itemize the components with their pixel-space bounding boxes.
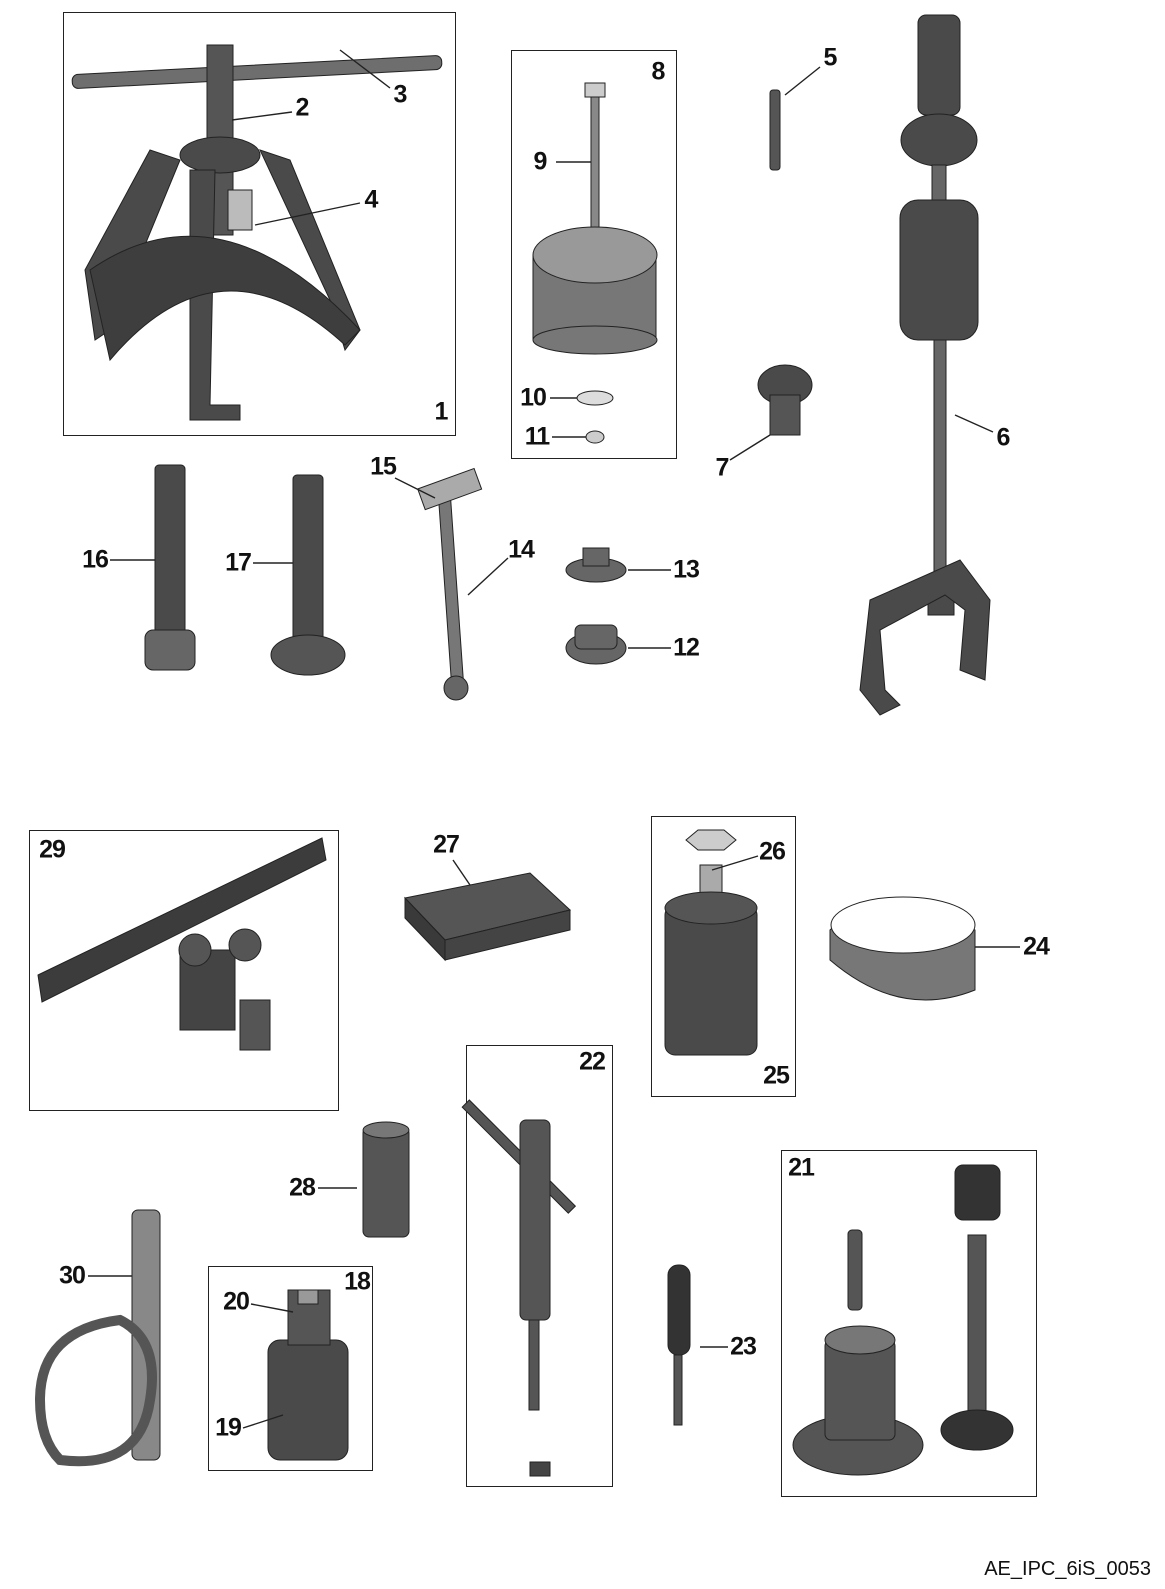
- callout-25: 25: [763, 1061, 790, 1090]
- three-jaw-puller: [71, 44, 443, 421]
- callout-17: 17: [225, 548, 252, 577]
- callout-3: 3: [393, 80, 408, 109]
- callout-12: 12: [673, 633, 700, 662]
- callout-13: 13: [673, 555, 700, 584]
- callout-26: 26: [759, 837, 786, 866]
- callout-28: 28: [289, 1173, 316, 1202]
- callout-18: 18: [344, 1267, 371, 1296]
- callout-15: 15: [370, 452, 397, 481]
- drawing-id: AE_IPC_6iS_0053: [984, 1558, 1151, 1580]
- callout-27: 27: [433, 830, 460, 859]
- group-box-18: [208, 1266, 373, 1471]
- callout-5: 5: [823, 43, 838, 72]
- callout-1: 1: [434, 397, 449, 426]
- callout-24: 24: [1023, 932, 1050, 961]
- group-box-29: [29, 830, 339, 1111]
- callout-21: 21: [788, 1153, 815, 1182]
- callout-6: 6: [996, 423, 1011, 452]
- group-box-8: [511, 50, 677, 459]
- callout-10: 10: [520, 383, 547, 412]
- group-box-1: [63, 12, 456, 436]
- callout-2: 2: [295, 93, 310, 122]
- callout-16: 16: [82, 545, 109, 574]
- callout-30: 30: [59, 1261, 86, 1290]
- group-box-21: [781, 1150, 1037, 1497]
- callout-29: 29: [39, 835, 66, 864]
- callout-11: 11: [524, 422, 550, 451]
- group-box-25: [651, 816, 796, 1097]
- leader-lines: [88, 49, 1020, 1429]
- callout-19: 19: [215, 1413, 242, 1442]
- callout-7: 7: [715, 453, 730, 482]
- callout-8: 8: [651, 57, 666, 86]
- group-box-22: [466, 1045, 613, 1487]
- callout-23: 23: [730, 1332, 757, 1361]
- callout-20: 20: [223, 1287, 250, 1316]
- callout-4: 4: [364, 185, 379, 214]
- callout-22: 22: [579, 1047, 606, 1076]
- callout-9: 9: [533, 147, 548, 176]
- callout-14: 14: [508, 535, 535, 564]
